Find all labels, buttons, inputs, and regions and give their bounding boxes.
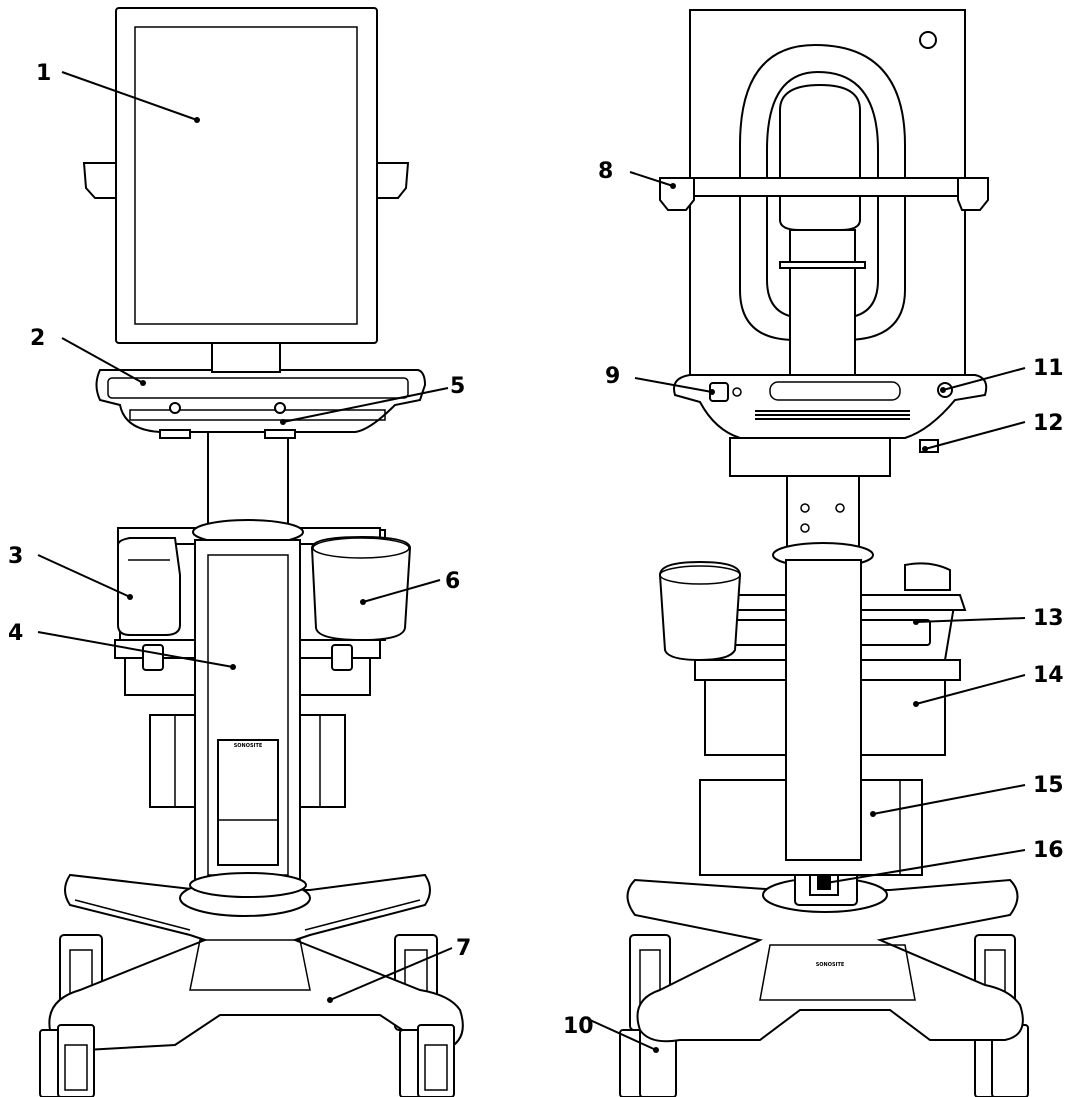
callout-16: 16	[1033, 838, 1064, 863]
callout-1: 1	[36, 61, 51, 86]
callout-numbers: 1 2 3 4 5 6 7 8 9 10 11 12 13 14 15 16	[8, 61, 1064, 1039]
callout-8: 8	[598, 159, 613, 184]
rear-control-panel	[673, 374, 988, 477]
front-brand-label: SONOSITE	[234, 743, 263, 749]
rear-view: SONOSITE	[619, 9, 1029, 1097]
front-monitor-neck	[211, 341, 281, 373]
callout-12: 12	[1033, 411, 1064, 436]
front-view: SONOSITE	[39, 7, 464, 1097]
callout-11: 11	[1033, 356, 1064, 381]
front-column: SONOSITE	[189, 424, 307, 898]
callout-15: 15	[1033, 773, 1064, 798]
rear-monitor	[659, 9, 989, 376]
callout-10: 10	[563, 1014, 594, 1039]
callout-13: 13	[1033, 606, 1064, 631]
callout-2: 2	[30, 326, 45, 351]
callout-9: 9	[605, 364, 620, 389]
callout-6: 6	[445, 569, 460, 594]
callout-7: 7	[456, 936, 471, 961]
front-front-casters	[39, 1024, 455, 1097]
callout-4: 4	[8, 621, 23, 646]
rear-column	[772, 474, 874, 861]
rear-brand-label: SONOSITE	[816, 962, 845, 968]
front-monitor	[82, 7, 410, 344]
front-control-panel	[95, 369, 427, 439]
leader-lines	[37, 71, 1026, 1051]
callout-3: 3	[8, 544, 23, 569]
callout-5: 5	[450, 374, 465, 399]
callout-14: 14	[1033, 663, 1064, 688]
